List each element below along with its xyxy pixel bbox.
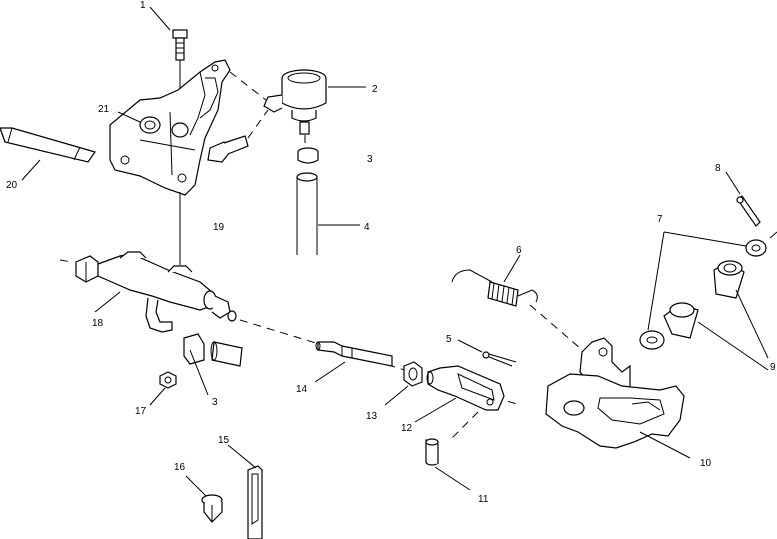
callout-5: 5 <box>446 334 452 345</box>
part-4-hose <box>296 172 360 255</box>
part-10-caliper <box>545 337 691 459</box>
callout-4: 4 <box>364 222 370 233</box>
callout-15: 15 <box>218 435 230 446</box>
part-17-nut <box>149 371 177 406</box>
part-5-cotter-pin <box>457 339 517 367</box>
callout-9: 9 <box>770 362 776 373</box>
callout-8: 8 <box>715 163 721 174</box>
part-3-clamp-bottom <box>183 333 243 396</box>
callout-12: 12 <box>401 423 413 434</box>
part-2-reservoir <box>229 69 366 135</box>
part-18-master-cylinder <box>75 251 237 333</box>
callout-14: 14 <box>296 384 308 395</box>
axis-left <box>59 259 73 263</box>
callout-2: 2 <box>372 84 378 95</box>
part-11-pin <box>425 438 471 491</box>
part-21-bracket <box>109 59 231 196</box>
callout-3: 3 <box>367 154 373 165</box>
bracket-bolt <box>207 109 269 163</box>
part-7-part-9-bushings <box>639 231 777 371</box>
callout-labels: 1 2 3 4 21 20 19 18 17 3 14 13 12 5 6 8 … <box>6 0 776 505</box>
callout-13: 13 <box>366 411 378 422</box>
callout-6: 6 <box>516 245 522 256</box>
part-3-clamp-top <box>297 135 319 164</box>
callout-21: 21 <box>98 104 110 115</box>
callout-3b: 3 <box>212 397 218 408</box>
part-12-clevis <box>414 365 505 441</box>
part-8-clip <box>725 171 761 227</box>
part-6-spring <box>451 254 589 356</box>
callout-17: 17 <box>135 406 147 417</box>
part-20-sleeve <box>0 127 96 181</box>
callout-1: 1 <box>140 0 146 11</box>
callout-10: 10 <box>700 458 712 469</box>
callout-7: 7 <box>657 214 663 225</box>
callout-16: 16 <box>174 462 186 473</box>
callout-19: 19 <box>213 222 225 233</box>
part-15-bolt <box>227 444 263 539</box>
part-16-plug <box>185 475 223 523</box>
callout-11: 11 <box>478 494 489 505</box>
callout-18: 18 <box>92 318 104 329</box>
part-14-pushrod <box>314 341 393 383</box>
callout-20: 20 <box>6 180 18 191</box>
part-13-jam-nut <box>384 361 423 406</box>
